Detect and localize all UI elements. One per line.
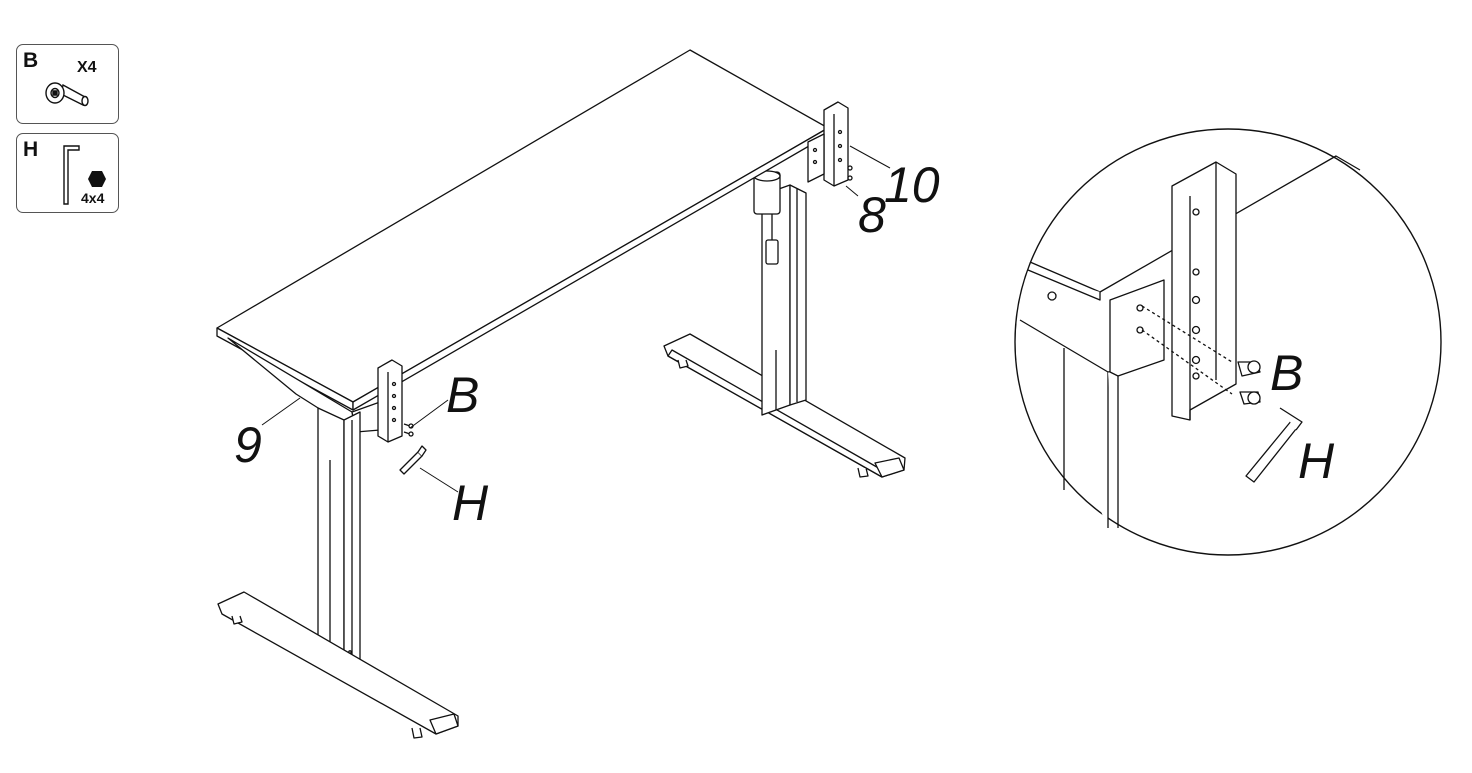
hex-key-small (399, 445, 427, 475)
callout-8: 8 (858, 187, 886, 243)
part-letter: B (23, 49, 39, 72)
callout-B-detail: B (1270, 345, 1304, 401)
left-column (317, 407, 361, 669)
callout-H-detail: H (1298, 433, 1335, 489)
callout-9: 9 (234, 417, 262, 473)
hex-nut-icon (88, 171, 106, 187)
parts-legend-hex-key: H 4x4 (16, 133, 119, 213)
right-column (761, 184, 807, 416)
right-bracket (807, 101, 853, 187)
callout-10: 10 (884, 157, 940, 213)
callout-B-main: B (446, 367, 480, 423)
motor-unit (753, 170, 781, 265)
bolt-icon (45, 82, 89, 107)
detail-view (1014, 128, 1442, 556)
part-size: 4x4 (81, 190, 105, 206)
hex-key-icon (63, 145, 80, 205)
left-bracket (377, 359, 414, 443)
left-foot (217, 591, 459, 739)
desk-top (216, 49, 829, 411)
callout-H-main: H (452, 475, 489, 531)
part-letter: H (23, 138, 39, 161)
parts-legend-bolt: B X4 (16, 44, 119, 124)
part-quantity: X4 (77, 59, 97, 76)
